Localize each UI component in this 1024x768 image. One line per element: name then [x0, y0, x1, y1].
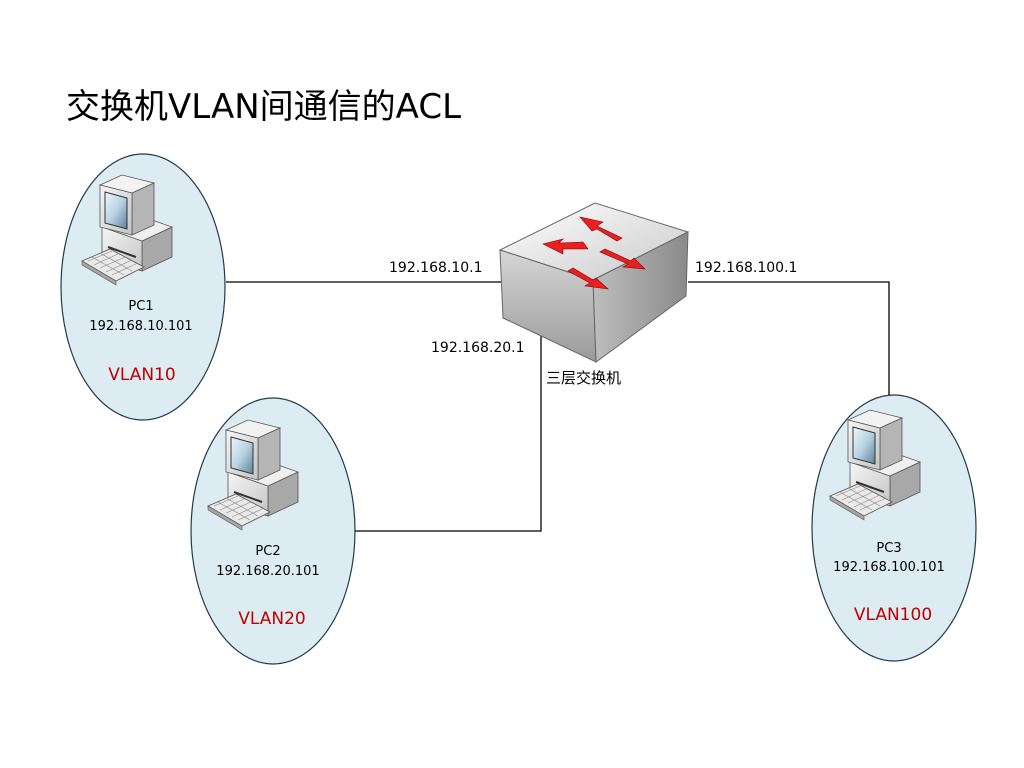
- layer3-switch-icon: [498, 202, 690, 363]
- pc1-ip: 192.168.10.101: [89, 319, 192, 334]
- pc3-vlan-label: VLAN100: [854, 605, 932, 625]
- page-title: 交换机VLAN间通信的ACL: [66, 87, 461, 127]
- switch-caption: 三层交换机: [546, 369, 621, 387]
- pc2-name: PC2: [255, 544, 280, 559]
- switch-ip-vlan100: 192.168.100.1: [695, 260, 797, 276]
- pc2-vlan-label: VLAN20: [238, 609, 305, 629]
- link-pc2-switch: [355, 330, 542, 532]
- pc2-ip: 192.168.20.101: [216, 564, 319, 579]
- switch-arrows-icon: [542, 216, 646, 290]
- pc1-vlan-label: VLAN10: [108, 365, 175, 385]
- pc3-ip: 192.168.100.101: [833, 560, 945, 575]
- link-switch-pc3: [688, 281, 890, 395]
- pc1-name: PC1: [128, 299, 153, 314]
- pc3-name: PC3: [876, 541, 901, 556]
- switch-ip-vlan10: 192.168.10.1: [389, 260, 483, 276]
- switch-ip-vlan20: 192.168.20.1: [431, 340, 525, 356]
